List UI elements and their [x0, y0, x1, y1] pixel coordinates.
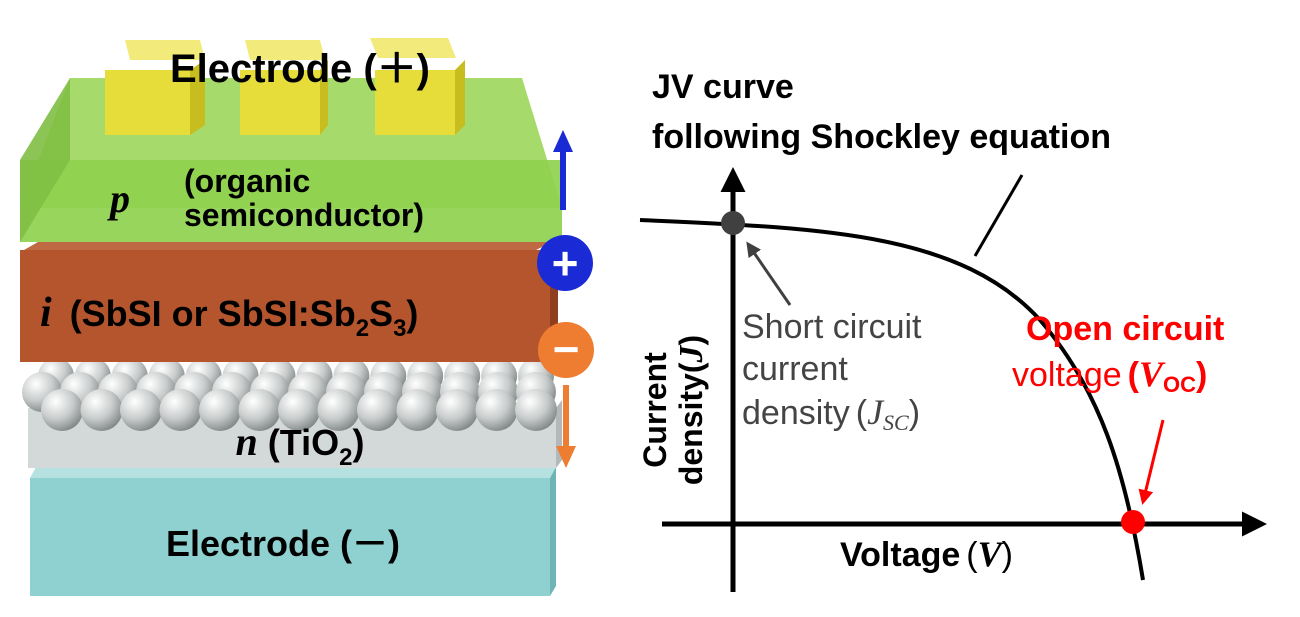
tio2-particle — [475, 389, 518, 431]
jsc-label-line2: current — [742, 350, 848, 388]
tio2-particle — [396, 389, 439, 431]
tio2-particle — [238, 389, 281, 431]
jsc-label-line1: Short circuit — [742, 308, 922, 346]
tio2-particle — [199, 389, 241, 431]
top-electrode-finger — [240, 40, 328, 135]
voc-label-line2: voltage(VOC) — [1012, 354, 1207, 397]
tio2-particle — [357, 389, 399, 431]
jsc-pointer-arrow — [746, 241, 792, 306]
tio2-particle — [80, 389, 123, 431]
x-axis-label: Voltage(V) — [840, 534, 1013, 574]
tio2-particle — [41, 389, 83, 431]
plot-title-line1: JV curve — [652, 68, 794, 106]
tio2-particle — [120, 389, 162, 431]
top-electrode-finger — [370, 38, 465, 135]
bottom-electrode-layer: Electrode (－) — [30, 467, 556, 596]
jsc-label-line3: density(JSC) — [742, 392, 920, 435]
hole-transport-indicator: + — [537, 130, 593, 291]
voc-marker — [1121, 510, 1145, 534]
hole-arrow-head — [553, 130, 573, 152]
tio2-particle — [159, 389, 202, 431]
y-axis-label-line1: Current — [637, 352, 673, 468]
p-layer-symbol: p — [107, 176, 130, 221]
i-layer-label: i(SbSI or SbSI:Sb2S3) — [40, 290, 418, 342]
hole-charge-icon — [537, 235, 593, 291]
p-layer-desc-line2: semiconductor) — [184, 197, 424, 233]
voc-pointer-arrow — [1138, 419, 1165, 505]
voc-label-line1: Open circuit — [1026, 310, 1224, 348]
tio2-nanoparticles — [22, 358, 557, 431]
jv-curve — [639, 218, 1145, 581]
tio2-particle — [515, 389, 557, 431]
plot-title-line2: following Shockley equation — [652, 118, 1111, 156]
tio2-particle — [317, 389, 360, 431]
n-layer-label: n(TiO2) — [236, 419, 365, 471]
electron-charge-symbol: − — [553, 323, 580, 375]
jv-plot: JV curve following Shockley equation Sho… — [637, 68, 1267, 592]
electron-transport-indicator: − — [538, 322, 594, 468]
hole-charge-symbol: + — [552, 237, 579, 289]
n-layer: n(TiO2) — [22, 358, 562, 471]
i-layer: i(SbSI or SbSI:Sb2S3) — [20, 242, 558, 362]
curve-leader-line — [973, 174, 1024, 257]
bottom-electrode-label: Electrode (－) — [166, 523, 400, 564]
p-layer-desc-line1: (organic — [184, 163, 310, 199]
y-axis-label: Current density(J) — [637, 335, 710, 485]
jsc-marker — [721, 211, 745, 235]
y-axis-label-line2: density(J) — [673, 335, 710, 485]
top-electrode-finger — [105, 40, 205, 135]
electron-arrow-head — [556, 446, 576, 468]
tio2-particle — [278, 389, 320, 431]
tio2-particle — [436, 389, 478, 431]
top-electrodes: Electrode (＋) — [105, 38, 465, 135]
electron-charge-icon — [538, 322, 594, 378]
top-electrode-label: Electrode (＋) — [170, 47, 430, 91]
